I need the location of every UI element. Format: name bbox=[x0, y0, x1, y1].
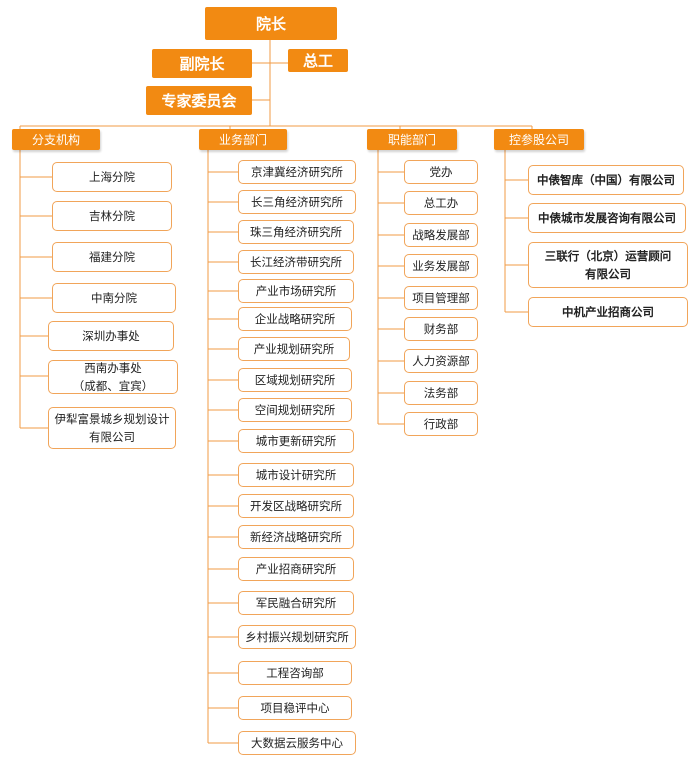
branch-item: 福建分院 bbox=[52, 242, 172, 272]
functional-item: 法务部 bbox=[404, 381, 478, 405]
business-item: 空间规划研究所 bbox=[238, 398, 352, 422]
business-header: 业务部门 bbox=[199, 129, 287, 150]
business-item: 大数据云服务中心 bbox=[238, 731, 356, 755]
business-item: 珠三角经济研究所 bbox=[238, 220, 354, 244]
functional-item: 业务发展部 bbox=[404, 254, 478, 278]
business-item: 城市更新研究所 bbox=[238, 429, 354, 453]
business-item: 开发区战略研究所 bbox=[238, 494, 354, 518]
holdings-item: 中俵智库（中国）有限公司 bbox=[528, 165, 684, 195]
business-item: 乡村振兴规划研究所 bbox=[238, 625, 356, 649]
holdings-header: 控参股公司 bbox=[494, 129, 584, 150]
functional-item: 党办 bbox=[404, 160, 478, 184]
business-item: 长江经济带研究所 bbox=[238, 250, 354, 274]
functional-item: 人力资源部 bbox=[404, 349, 478, 373]
branch-item: 上海分院 bbox=[52, 162, 172, 192]
holdings-item: 中机产业招商公司 bbox=[528, 297, 688, 327]
functional-item: 战略发展部 bbox=[404, 223, 478, 247]
vice-president-box: 副院长 bbox=[152, 49, 252, 78]
business-item: 产业招商研究所 bbox=[238, 557, 354, 581]
branch-item: 中南分院 bbox=[52, 283, 176, 313]
expert-committee-box: 专家委员会 bbox=[146, 86, 252, 115]
chief-engineer-box: 总工 bbox=[288, 49, 348, 72]
branches-header: 分支机构 bbox=[12, 129, 100, 150]
functional-item: 财务部 bbox=[404, 317, 478, 341]
functional-item: 总工办 bbox=[404, 191, 478, 215]
branch-item: 伊犁富景城乡规划设计 有限公司 bbox=[48, 407, 176, 449]
holdings-item: 三联行（北京）运营顾问 有限公司 bbox=[528, 242, 688, 288]
business-item: 长三角经济研究所 bbox=[238, 190, 356, 214]
business-item: 工程咨询部 bbox=[238, 661, 352, 685]
president-box: 院长 bbox=[205, 7, 337, 40]
business-item: 城市设计研究所 bbox=[238, 463, 354, 487]
branch-item: 吉林分院 bbox=[52, 201, 172, 231]
business-item: 项目稳评中心 bbox=[238, 696, 352, 720]
business-item: 企业战略研究所 bbox=[238, 307, 352, 331]
business-item: 京津冀经济研究所 bbox=[238, 160, 356, 184]
business-item: 军民融合研究所 bbox=[238, 591, 354, 615]
functional-item: 行政部 bbox=[404, 412, 478, 436]
branch-item: 深圳办事处 bbox=[48, 321, 174, 351]
functional-item: 项目管理部 bbox=[404, 286, 478, 310]
business-item: 产业规划研究所 bbox=[238, 337, 350, 361]
branch-item: 西南办事处 （成都、宜宾） bbox=[48, 360, 178, 394]
functional-header: 职能部门 bbox=[367, 129, 457, 150]
business-item: 产业市场研究所 bbox=[238, 279, 354, 303]
business-item: 新经济战略研究所 bbox=[238, 525, 354, 549]
business-item: 区域规划研究所 bbox=[238, 368, 352, 392]
holdings-item: 中俵城市发展咨询有限公司 bbox=[528, 203, 686, 233]
